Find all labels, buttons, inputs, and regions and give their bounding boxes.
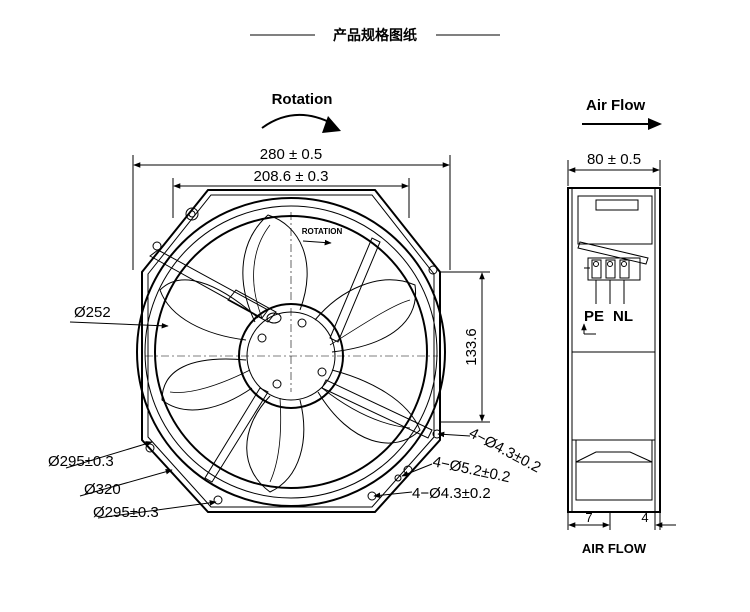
- fan-blade: [314, 279, 417, 353]
- holes-c-leader: [373, 491, 413, 499]
- terminal-l: [619, 259, 630, 279]
- overall-width-dim: 280 ± 0.5: [260, 146, 322, 163]
- airflow-label: Air Flow: [586, 97, 645, 114]
- rotation-arrowhead: [322, 116, 341, 133]
- motor-hub-inner: [246, 311, 336, 401]
- blade-edge: [269, 397, 282, 483]
- lower-housing: [575, 462, 653, 501]
- holes-a-leader: [437, 431, 471, 438]
- fan-blade: [246, 395, 305, 493]
- fan-blade: [161, 358, 253, 411]
- terminal-box-cap: [595, 199, 639, 211]
- outer-ring: [136, 197, 446, 507]
- holes-b-callout: 4−Ø5.2±0.2: [431, 453, 512, 486]
- blade-rotation-arrow: [302, 239, 332, 246]
- hole-spacing-dim: 208.6 ± 0.3: [254, 168, 329, 185]
- terminal-box: [577, 195, 653, 245]
- mounting-hole: [394, 474, 402, 482]
- terminal-screw: [593, 261, 599, 267]
- motor-hub: [238, 303, 344, 409]
- cable-gland: [227, 289, 277, 323]
- depth-dim: 80 ± 0.5: [587, 151, 641, 168]
- strut-upper-right: [329, 237, 381, 343]
- venturi-leader: [69, 321, 169, 329]
- outer-diameter-leader: [79, 469, 173, 497]
- terminal-screw: [621, 261, 627, 267]
- holes-c-callout: 4−Ø4.3±0.2: [412, 485, 491, 502]
- cable-gland-end: [266, 312, 282, 324]
- terminal-pe-label: PE: [584, 308, 604, 325]
- ring-295: [144, 205, 438, 499]
- outer-diameter-callout: Ø320: [84, 481, 121, 498]
- terminal-mount: [577, 241, 649, 265]
- front-view: Rotation 280 ± 0.5 208.6 ± 0.3: [48, 91, 544, 521]
- mounting-hole: [428, 265, 438, 275]
- mounting-hole: [213, 495, 223, 505]
- blade-profile-top: [575, 451, 653, 463]
- terminal-nl-label: NL: [613, 308, 633, 325]
- blade-rotation-text: ROTATION: [302, 227, 343, 236]
- hub-screw: [272, 379, 282, 389]
- fan-housing-frame: [141, 189, 441, 513]
- blade-edge: [329, 299, 411, 346]
- header: 产品规格图纸: [250, 27, 500, 44]
- page-title: 产品规格图纸: [333, 27, 417, 44]
- mounting-hole: [152, 241, 162, 251]
- fan-housing-inner-edge: [147, 194, 435, 508]
- venturi-diameter-callout: Ø252: [74, 304, 111, 321]
- fan-blade: [242, 214, 308, 323]
- hub-screw: [257, 333, 267, 343]
- mounting-hole: [185, 207, 199, 221]
- strut-lower-left: [204, 387, 269, 483]
- fan-blades: [159, 214, 421, 493]
- side-housing: [567, 187, 661, 513]
- holes-b-leader: [401, 463, 433, 477]
- bottom-airflow-label: AIR FLOW: [582, 541, 647, 556]
- fan-blade: [317, 369, 421, 444]
- diameter-a-leader: [65, 441, 153, 469]
- rotation-arrow-curve: [261, 113, 334, 129]
- diameter-b-leader: [97, 500, 217, 519]
- vertical-spacing-dim: 133.6: [463, 328, 480, 366]
- hub-screw: [297, 318, 307, 328]
- diameter-b-callout: Ø295±0.3: [93, 504, 159, 521]
- side-view: Air Flow 80 ± 0.5 PE NL: [567, 97, 676, 556]
- terminal-pe: [591, 259, 602, 279]
- dim-right: 4: [641, 510, 648, 525]
- dim-left: 7: [585, 510, 592, 525]
- diameter-a-callout: Ø295±0.3: [48, 453, 114, 470]
- mounting-hole-inner: [188, 210, 196, 218]
- airflow-arrowhead: [648, 118, 662, 130]
- blade-edge: [321, 387, 411, 429]
- fan-blade: [159, 279, 259, 341]
- hub-screw: [317, 367, 327, 377]
- terminal-block: [587, 257, 641, 281]
- blade-edge: [253, 224, 271, 319]
- terminal-screw: [607, 261, 613, 267]
- rotation-label: Rotation: [272, 91, 333, 108]
- terminal-n: [605, 259, 616, 279]
- blade-profile: [575, 440, 653, 463]
- blade-edge: [169, 369, 251, 393]
